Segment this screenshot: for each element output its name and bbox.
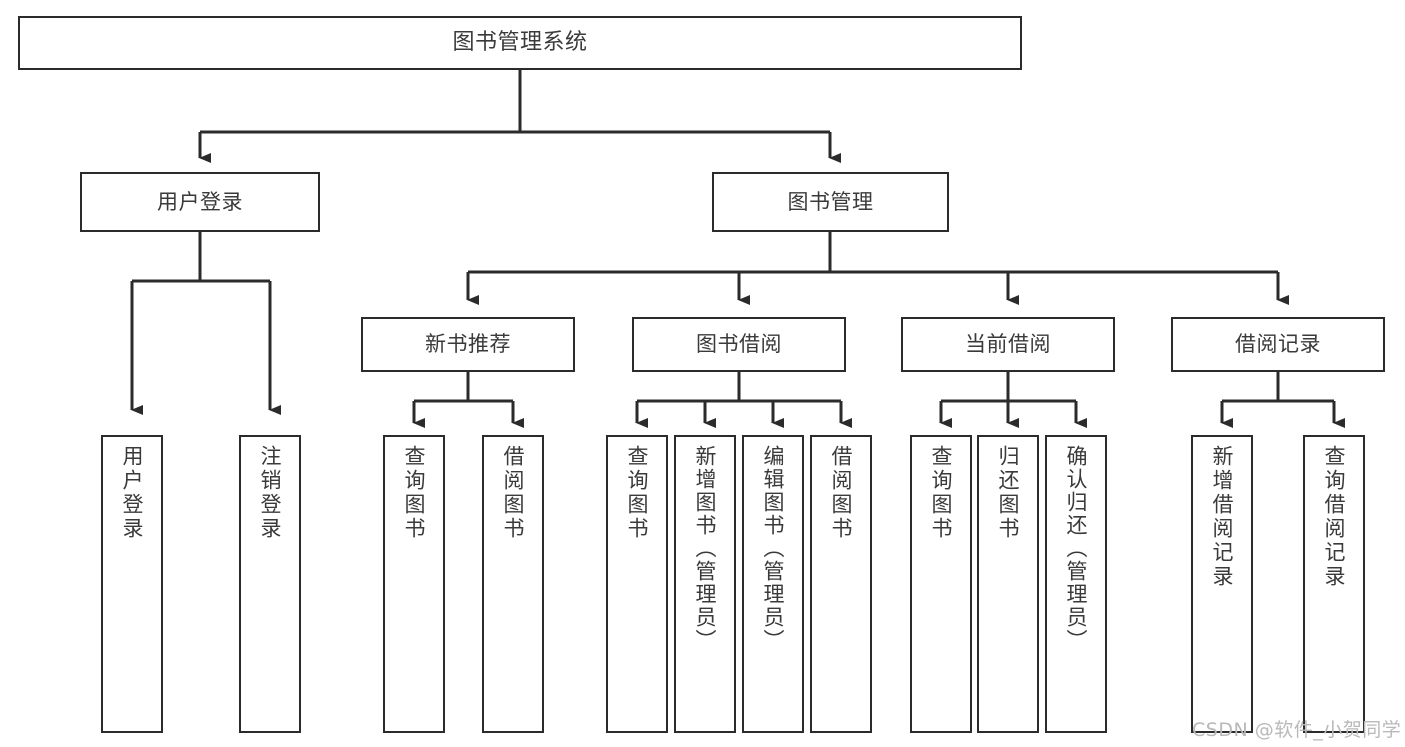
node-label: 图书借阅 xyxy=(696,332,782,357)
node-book-borrowing[interactable]: 图书借阅 xyxy=(632,317,846,372)
leaf-add-book-admin[interactable]: 新增图书（管理员） xyxy=(674,435,736,733)
node-label: 查询图书 xyxy=(625,445,650,541)
node-label: 借阅图书 xyxy=(501,445,526,541)
node-label: 归还图书 xyxy=(996,445,1021,541)
node-book-management[interactable]: 图书管理 xyxy=(712,172,949,232)
node-label: 查询图书 xyxy=(402,445,427,541)
node-label: 查询图书 xyxy=(929,445,954,541)
node-label: 图书管理系统 xyxy=(452,30,588,56)
node-label: 查询借阅记录 xyxy=(1322,445,1347,589)
node-label: 图书管理 xyxy=(787,189,874,214)
node-label: 当前借阅 xyxy=(965,332,1051,357)
node-current-borrowing[interactable]: 当前借阅 xyxy=(901,317,1115,372)
node-label: 用户登录 xyxy=(157,189,243,214)
node-borrowing-record[interactable]: 借阅记录 xyxy=(1171,317,1385,372)
leaf-edit-book-admin[interactable]: 编辑图书（管理员） xyxy=(742,435,804,733)
node-label: 新书推荐 xyxy=(425,332,511,357)
leaf-logout-login[interactable]: 注销登录 xyxy=(239,435,301,733)
leaf-add-borrowing-record[interactable]: 新增借阅记录 xyxy=(1191,435,1253,733)
node-label: 借阅记录 xyxy=(1235,332,1321,357)
leaf-user-login[interactable]: 用户登录 xyxy=(101,435,163,733)
node-label: 借阅图书 xyxy=(829,445,854,541)
node-label: 编辑图书（管理员） xyxy=(761,445,786,652)
leaf-query-borrowing-record[interactable]: 查询借阅记录 xyxy=(1303,435,1365,733)
node-user-login[interactable]: 用户登录 xyxy=(80,172,320,232)
leaf-return-book[interactable]: 归还图书 xyxy=(977,435,1039,733)
leaf-borrow-book-recommendation[interactable]: 借阅图书 xyxy=(482,435,544,733)
node-label: 确认归还（管理员） xyxy=(1064,445,1089,652)
leaf-query-book-recommendation[interactable]: 查询图书 xyxy=(383,435,445,733)
node-label: 新增图书（管理员） xyxy=(693,445,718,652)
node-root-book-management-system[interactable]: 图书管理系统 xyxy=(18,16,1022,70)
leaf-query-book-current[interactable]: 查询图书 xyxy=(910,435,972,733)
leaf-confirm-return-admin[interactable]: 确认归还（管理员） xyxy=(1045,435,1107,733)
leaf-borrow-book-borrowing[interactable]: 借阅图书 xyxy=(810,435,872,733)
node-label: 用户登录 xyxy=(120,445,145,541)
node-label: 注销登录 xyxy=(258,445,283,541)
node-new-book-recommendation[interactable]: 新书推荐 xyxy=(361,317,575,372)
leaf-query-book-borrowing[interactable]: 查询图书 xyxy=(606,435,668,733)
node-label: 新增借阅记录 xyxy=(1210,445,1235,589)
